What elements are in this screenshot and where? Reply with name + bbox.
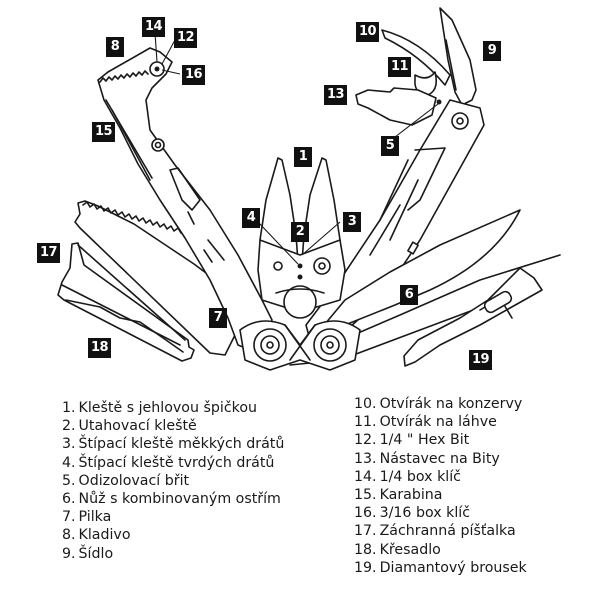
legend-label: Kladivo: [78, 527, 131, 544]
legend-item: 15.Karabina: [354, 486, 527, 504]
legend-number: 2.: [62, 418, 76, 435]
legend-label: Otvírák na konzervy: [379, 396, 523, 412]
legend-number: 8.: [62, 527, 76, 544]
legend-item: 8.Kladivo: [62, 526, 284, 544]
legend-label: Štípací kleště tvrdých drátů: [78, 454, 275, 471]
leader-lines: [154, 32, 439, 265]
pivot-drawing: [239, 320, 361, 371]
legend-number: 6.: [62, 491, 76, 508]
callout-badge: 4: [242, 208, 260, 228]
firestarter-drawing: [57, 242, 195, 362]
legend-item: 5.Odizolovací břit: [62, 472, 284, 490]
legend-label: Nůž s kombinovaným ostřím: [78, 491, 281, 508]
legend-label: 1/4 " Hex Bit: [379, 432, 470, 449]
legend-label: Otvírák na láhve: [379, 414, 497, 431]
callout-badge: 12: [174, 28, 197, 48]
legend-label: Kleště s jehlovou špičkou: [78, 400, 257, 416]
legend-item: 11.Otvírák na láhve: [354, 413, 527, 431]
legend-number: 17.: [354, 523, 377, 540]
legend-item: 6.Nůž s kombinovaným ostřím: [62, 490, 284, 508]
callout-badge: 1: [294, 147, 312, 167]
legend-number: 16.: [354, 505, 377, 522]
legend-number: 18.: [354, 541, 377, 558]
callout-badge: 5: [381, 136, 399, 156]
sharpener-drawing: [403, 267, 543, 367]
legend-label: Záchranná píšťalka: [379, 523, 516, 540]
callout-badge: 3: [343, 212, 361, 232]
legend-number: 14.: [354, 468, 377, 485]
legend-label: Diamantový brousek: [379, 559, 527, 576]
callout-badge: 14: [142, 17, 165, 37]
right-handle-drawing: [305, 7, 485, 346]
callout-badge: 7: [209, 308, 227, 328]
legend-item: 16.3/16 box klíč: [354, 504, 527, 522]
callout-badge: 2: [291, 222, 309, 242]
callout-badge: 13: [324, 85, 347, 105]
legend-item: 19.Diamantový brousek: [354, 559, 527, 577]
legend-left: 1.Kleště s jehlovou špičkou 2.Utahovací …: [62, 399, 284, 563]
legend-item: 17.Záchranná píšťalka: [354, 522, 527, 540]
multitool-diagram: [57, 7, 561, 371]
legend-right: 10.Otvírák na konzervy 11.Otvírák na láh…: [354, 395, 527, 577]
legend-number: 11.: [354, 414, 377, 431]
legend-label: Karabina: [379, 487, 443, 504]
legend-item: 18.Křesadlo: [354, 541, 527, 559]
legend-number: 5.: [62, 472, 76, 489]
callout-badge: 9: [483, 41, 501, 61]
callout-badge: 11: [388, 57, 411, 77]
legend-label: 1/4 box klíč: [379, 468, 461, 485]
callout-badge: 17: [37, 243, 60, 263]
callout-badge: 10: [356, 22, 379, 42]
legend-number: 1.: [62, 400, 76, 416]
legend-label: Šídlo: [78, 545, 114, 562]
legend-item: 2.Utahovací kleště: [62, 417, 284, 435]
legend-label: Štípací kleště měkkých drátů: [78, 436, 285, 453]
legend-item: 3.Štípací kleště měkkých drátů: [62, 435, 284, 453]
callout-badge: 15: [92, 122, 115, 142]
legend-number: 13.: [354, 450, 377, 467]
legend-number: 4.: [62, 454, 76, 471]
legend-number: 9.: [62, 545, 76, 562]
left-handle-drawing: [97, 47, 273, 351]
legend-number: 3.: [62, 436, 76, 453]
legend-item: 14.1/4 box klíč: [354, 468, 527, 486]
legend-item: 7.Pilka: [62, 508, 284, 526]
legend-number: 19.: [354, 559, 377, 576]
legend-item: 1.Kleště s jehlovou špičkou: [62, 399, 284, 417]
callout-badge: 8: [106, 37, 124, 57]
legend-number: 7.: [62, 509, 76, 526]
legend-number: 10.: [354, 396, 377, 412]
legend-label: Nástavec na Bity: [379, 450, 500, 467]
legend-item: 4.Štípací kleště tvrdých drátů: [62, 454, 284, 472]
legend-number: 15.: [354, 487, 377, 504]
callout-badge: 6: [400, 285, 418, 305]
legend-label: Utahovací kleště: [78, 418, 197, 435]
legend-item: 10.Otvírák na konzervy: [354, 395, 527, 413]
legend-label: 3/16 box klíč: [379, 505, 471, 522]
legend-number: 12.: [354, 432, 377, 449]
legend-item: 13.Nástavec na Bity: [354, 450, 527, 468]
callout-badge: 19: [469, 350, 492, 370]
legend-item: 12.1/4 " Hex Bit: [354, 431, 527, 449]
callout-badge: 18: [88, 338, 111, 358]
legend-label: Odizolovací břit: [78, 472, 190, 489]
legend-item: 9.Šídlo: [62, 545, 284, 563]
legend-label: Pilka: [78, 509, 112, 526]
legend-label: Křesadlo: [379, 541, 441, 558]
callout-badge: 16: [182, 65, 205, 85]
pliers-drawing: [257, 157, 346, 319]
